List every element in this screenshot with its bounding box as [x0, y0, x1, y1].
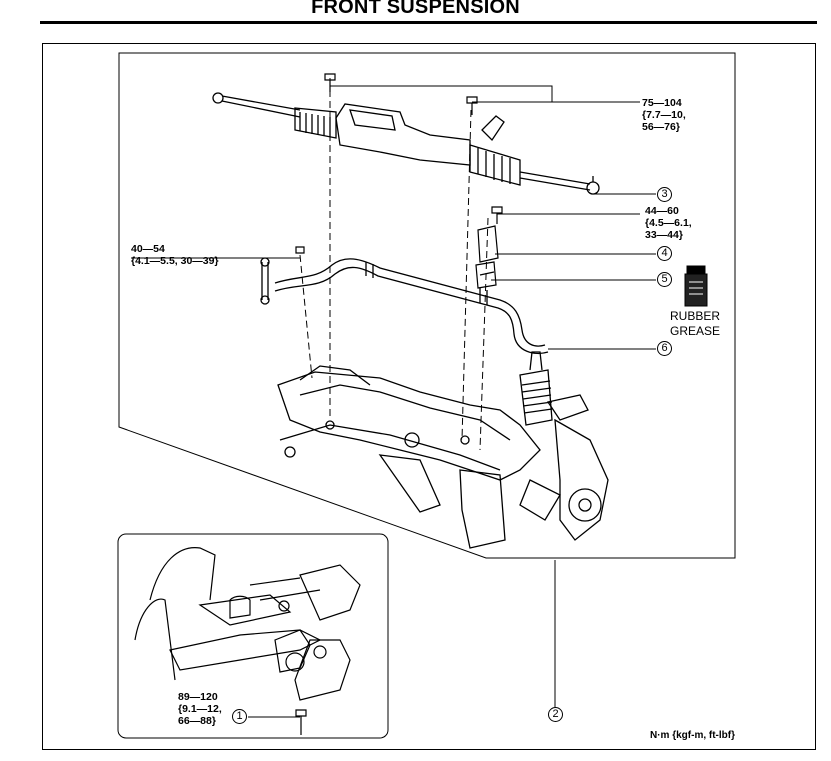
callout-1: 1 [232, 709, 247, 724]
callout-6: 6 [657, 341, 672, 356]
torque-label-bracket: 44—60 {4.5—6.1, 33—44} [645, 205, 692, 241]
leader-steering-bolt [329, 78, 640, 103]
stabilizer-bar [260, 257, 549, 355]
steering-gear [212, 92, 600, 195]
grease-line: RUBBER [669, 309, 720, 323]
callout-3: 3 [657, 187, 672, 202]
torque-label-steering: 75—104 {7.7—10, 56—76} [642, 97, 686, 133]
torque-value: {4.1—5.5, 30—39} [131, 255, 219, 267]
units-note: N·m {kgf-m, ft-lbf} [650, 730, 735, 741]
grease-tube-icon [684, 265, 708, 307]
title-underline [40, 21, 817, 24]
page-title: FRONT SUSPENSION [311, 0, 520, 18]
callout-4: 4 [657, 246, 672, 261]
torque-value: 66—88} [178, 715, 216, 727]
torque-label-link: 40—54 {4.1—5.5, 30—39} [131, 243, 219, 267]
torque-value: {4.5—6.1, [645, 217, 692, 229]
alignment-line [299, 254, 313, 379]
torque-value: 89—120 [178, 691, 218, 703]
inset-view-panel [117, 533, 389, 739]
torque-value: 56—76} [642, 121, 680, 133]
strut-assembly [519, 351, 609, 541]
alignment-line [479, 217, 489, 451]
torque-value: 40—54 [131, 243, 165, 255]
callout-2: 2 [548, 707, 563, 722]
torque-value: 33—44} [645, 229, 683, 241]
bolt [295, 73, 503, 735]
rubber-grease-label: RUBBER GREASE [662, 309, 728, 339]
stabilizer-bracket [475, 225, 499, 289]
grease-line: GREASE [669, 324, 720, 338]
crossmember [277, 365, 541, 549]
torque-label-crossmember: 89—120 {9.1—12, 66—88} [178, 691, 222, 727]
torque-value: 75—104 [642, 97, 682, 109]
torque-value: {9.1—12, [178, 703, 222, 715]
torque-value: {7.7—10, [642, 109, 686, 121]
main-view-panel [118, 52, 736, 559]
inset-lower-arm [134, 547, 361, 701]
torque-value: 44—60 [645, 205, 679, 217]
callout-5: 5 [657, 272, 672, 287]
diagram-frame [42, 43, 816, 750]
